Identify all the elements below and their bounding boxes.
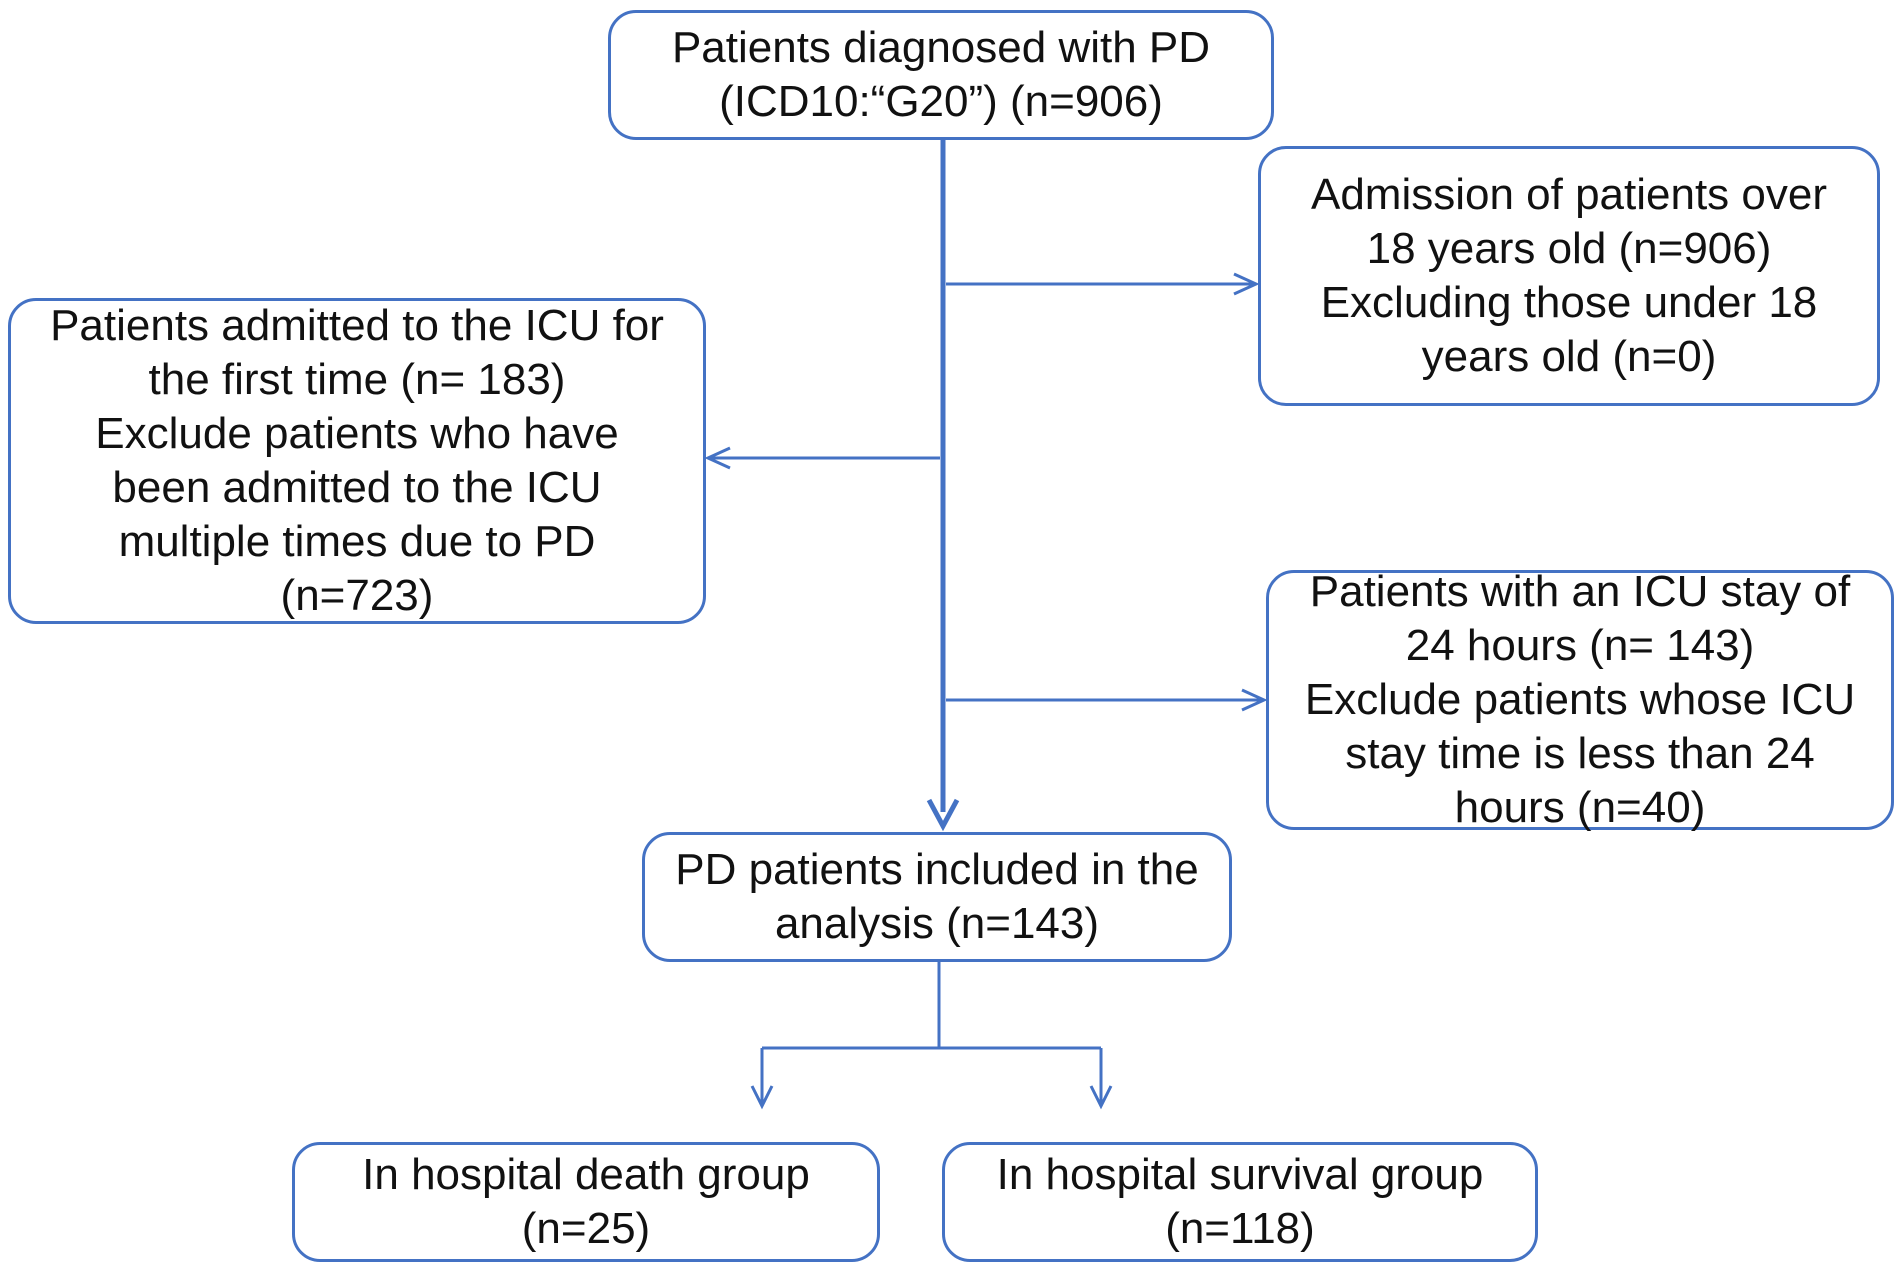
box-text-line: (n=723)	[280, 571, 434, 620]
box-text-line: (n=25)	[521, 1204, 651, 1253]
box-text-line: In hospital death group	[362, 1150, 810, 1199]
box-text-line: the first time (n= 183)	[148, 355, 566, 404]
box-text-line: Exclude patients who have	[95, 409, 619, 458]
box-text-line: PD patients included in the	[675, 845, 1199, 894]
box-survival-group: In hospital survival group (n=118)	[942, 1142, 1538, 1262]
box-text-line: years old (n=0)	[1421, 332, 1717, 381]
box-text-line: analysis (n=143)	[774, 899, 1100, 948]
branch-left-arrowhead	[704, 446, 731, 470]
box-text-line: hours (n=40)	[1454, 783, 1706, 832]
box-text-line: Exclude patients whose ICU	[1304, 675, 1856, 724]
box-text-line: Patients with an ICU stay of	[1309, 567, 1851, 616]
box-text-line: Patients diagnosed with PD	[671, 23, 1211, 72]
box-death-group: In hospital death group (n=25)	[292, 1142, 880, 1262]
box-text-line: 18 years old (n=906)	[1366, 224, 1772, 273]
branch-right2-arrowhead	[1241, 688, 1268, 712]
main-trunk-arrowhead	[926, 798, 960, 832]
box-diagnosed-patients: Patients diagnosed with PD (ICD10:“G20”)…	[608, 10, 1274, 140]
box-icu-stay-exclusion: Patients with an ICU stay of 24 hours (n…	[1266, 567, 1894, 832]
box-text-line: (n=118)	[1165, 1204, 1315, 1253]
split-left-arrowhead	[750, 1085, 774, 1110]
box-text-line: stay time is less than 24	[1345, 729, 1815, 778]
box-text-line: In hospital survival group	[996, 1150, 1484, 1199]
box-text-line: Admission of patients over	[1310, 170, 1828, 219]
box-text-line: Patients admitted to the ICU for	[50, 301, 664, 350]
box-included-analysis: PD patients included in the analysis (n=…	[642, 832, 1232, 962]
box-text-line: been admitted to the ICU	[112, 463, 602, 512]
box-text-line: multiple times due to PD	[118, 517, 596, 566]
branch-right1-arrowhead	[1233, 272, 1260, 296]
split-right-arrowhead	[1089, 1085, 1113, 1110]
box-first-icu-admission: Patients admitted to the ICU for the fir…	[8, 298, 706, 624]
box-age-exclusion: Admission of patients over 18 years old …	[1258, 146, 1880, 406]
box-text-line: (ICD10:“G20”) (n=906)	[719, 77, 1163, 126]
box-text-line: 24 hours (n= 143)	[1405, 621, 1755, 670]
box-text-line: Excluding those under 18	[1320, 278, 1818, 327]
